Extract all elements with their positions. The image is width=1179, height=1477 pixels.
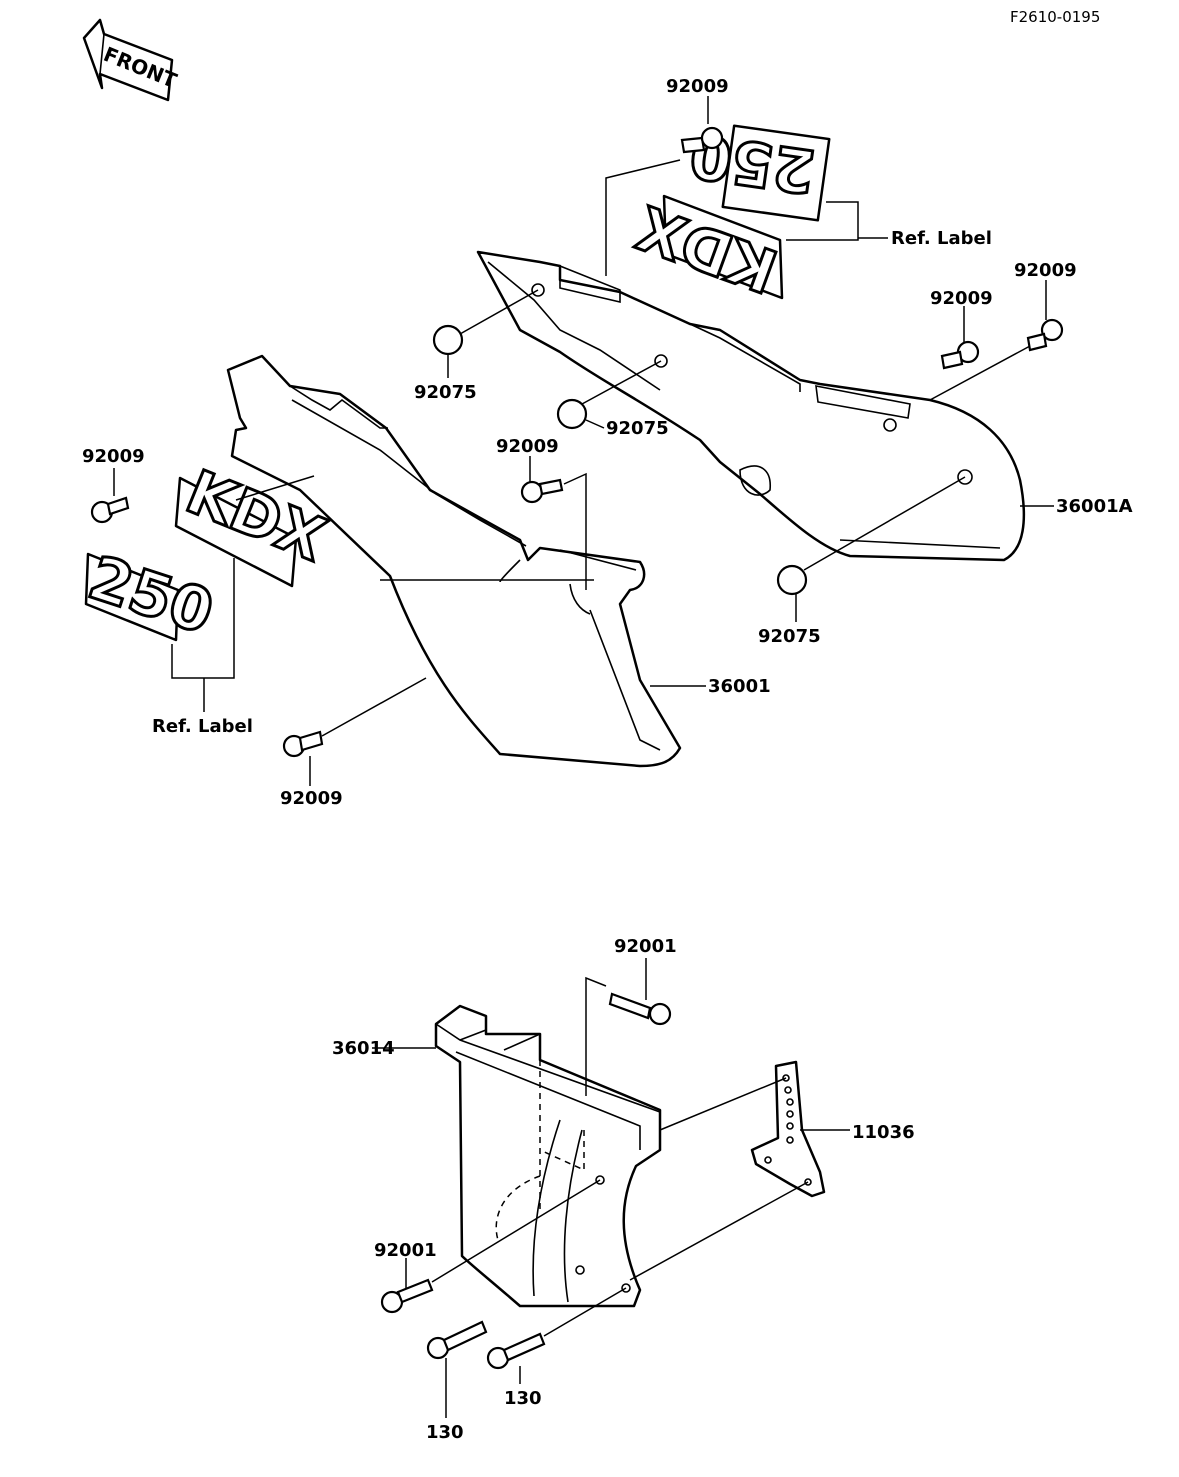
front-arrow-icon: FRONT xyxy=(82,18,180,102)
guard-icon xyxy=(434,1004,662,1308)
label-grommet-left: 92075 xyxy=(414,382,477,403)
bolt-icon xyxy=(282,677,427,786)
emblem-250-lower-icon: 250 xyxy=(79,541,223,649)
left-side-cover xyxy=(226,354,682,768)
bolt-icon xyxy=(605,96,724,276)
bolt-icon xyxy=(380,1179,601,1314)
grommet-icon xyxy=(432,289,539,378)
label-bolt-bottom-left: 92009 xyxy=(280,788,343,809)
label-grommet-bottom: 92075 xyxy=(758,626,821,647)
label-guard: 36014 xyxy=(332,1038,395,1059)
grommet-icon xyxy=(556,360,662,430)
ref-label-upper: Ref. Label xyxy=(891,228,992,249)
bolt-icon xyxy=(929,280,1064,401)
label-bolt-right-outer: 92009 xyxy=(1014,260,1077,281)
right-side-cover xyxy=(476,250,1026,562)
label-bolt-guard-top: 92001 xyxy=(614,936,677,957)
label-bolt-center: 92009 xyxy=(496,436,559,457)
bolt-icon xyxy=(90,468,130,524)
bolt-icon xyxy=(520,456,587,590)
bracket-icon xyxy=(750,1060,826,1198)
drawing-code: F2610-0195 xyxy=(1010,8,1100,26)
label-bolt-right-inner: 92009 xyxy=(930,288,993,309)
label-bolt-top: 92009 xyxy=(666,76,729,97)
grommet-icon xyxy=(776,476,966,622)
label-bolt-left: 92009 xyxy=(82,446,145,467)
bolt-icon xyxy=(585,958,672,1096)
label-bolt-130-right: 130 xyxy=(504,1388,542,1409)
label-grommet-mid: 92075 xyxy=(606,418,669,439)
label-cover-left: 36001 xyxy=(708,676,771,697)
label-cover-right: 36001A xyxy=(1056,496,1133,517)
bolt-icon xyxy=(426,1320,488,1418)
label-bolt-130-left: 130 xyxy=(426,1422,464,1443)
ref-label-lower: Ref. Label xyxy=(152,716,253,737)
label-bracket: 11036 xyxy=(852,1122,915,1143)
bolt-icon xyxy=(940,306,980,370)
label-bolt-guard-left: 92001 xyxy=(374,1240,437,1261)
bolt-icon xyxy=(486,1287,627,1384)
emblem-250-lower-text: 250 xyxy=(81,543,222,648)
